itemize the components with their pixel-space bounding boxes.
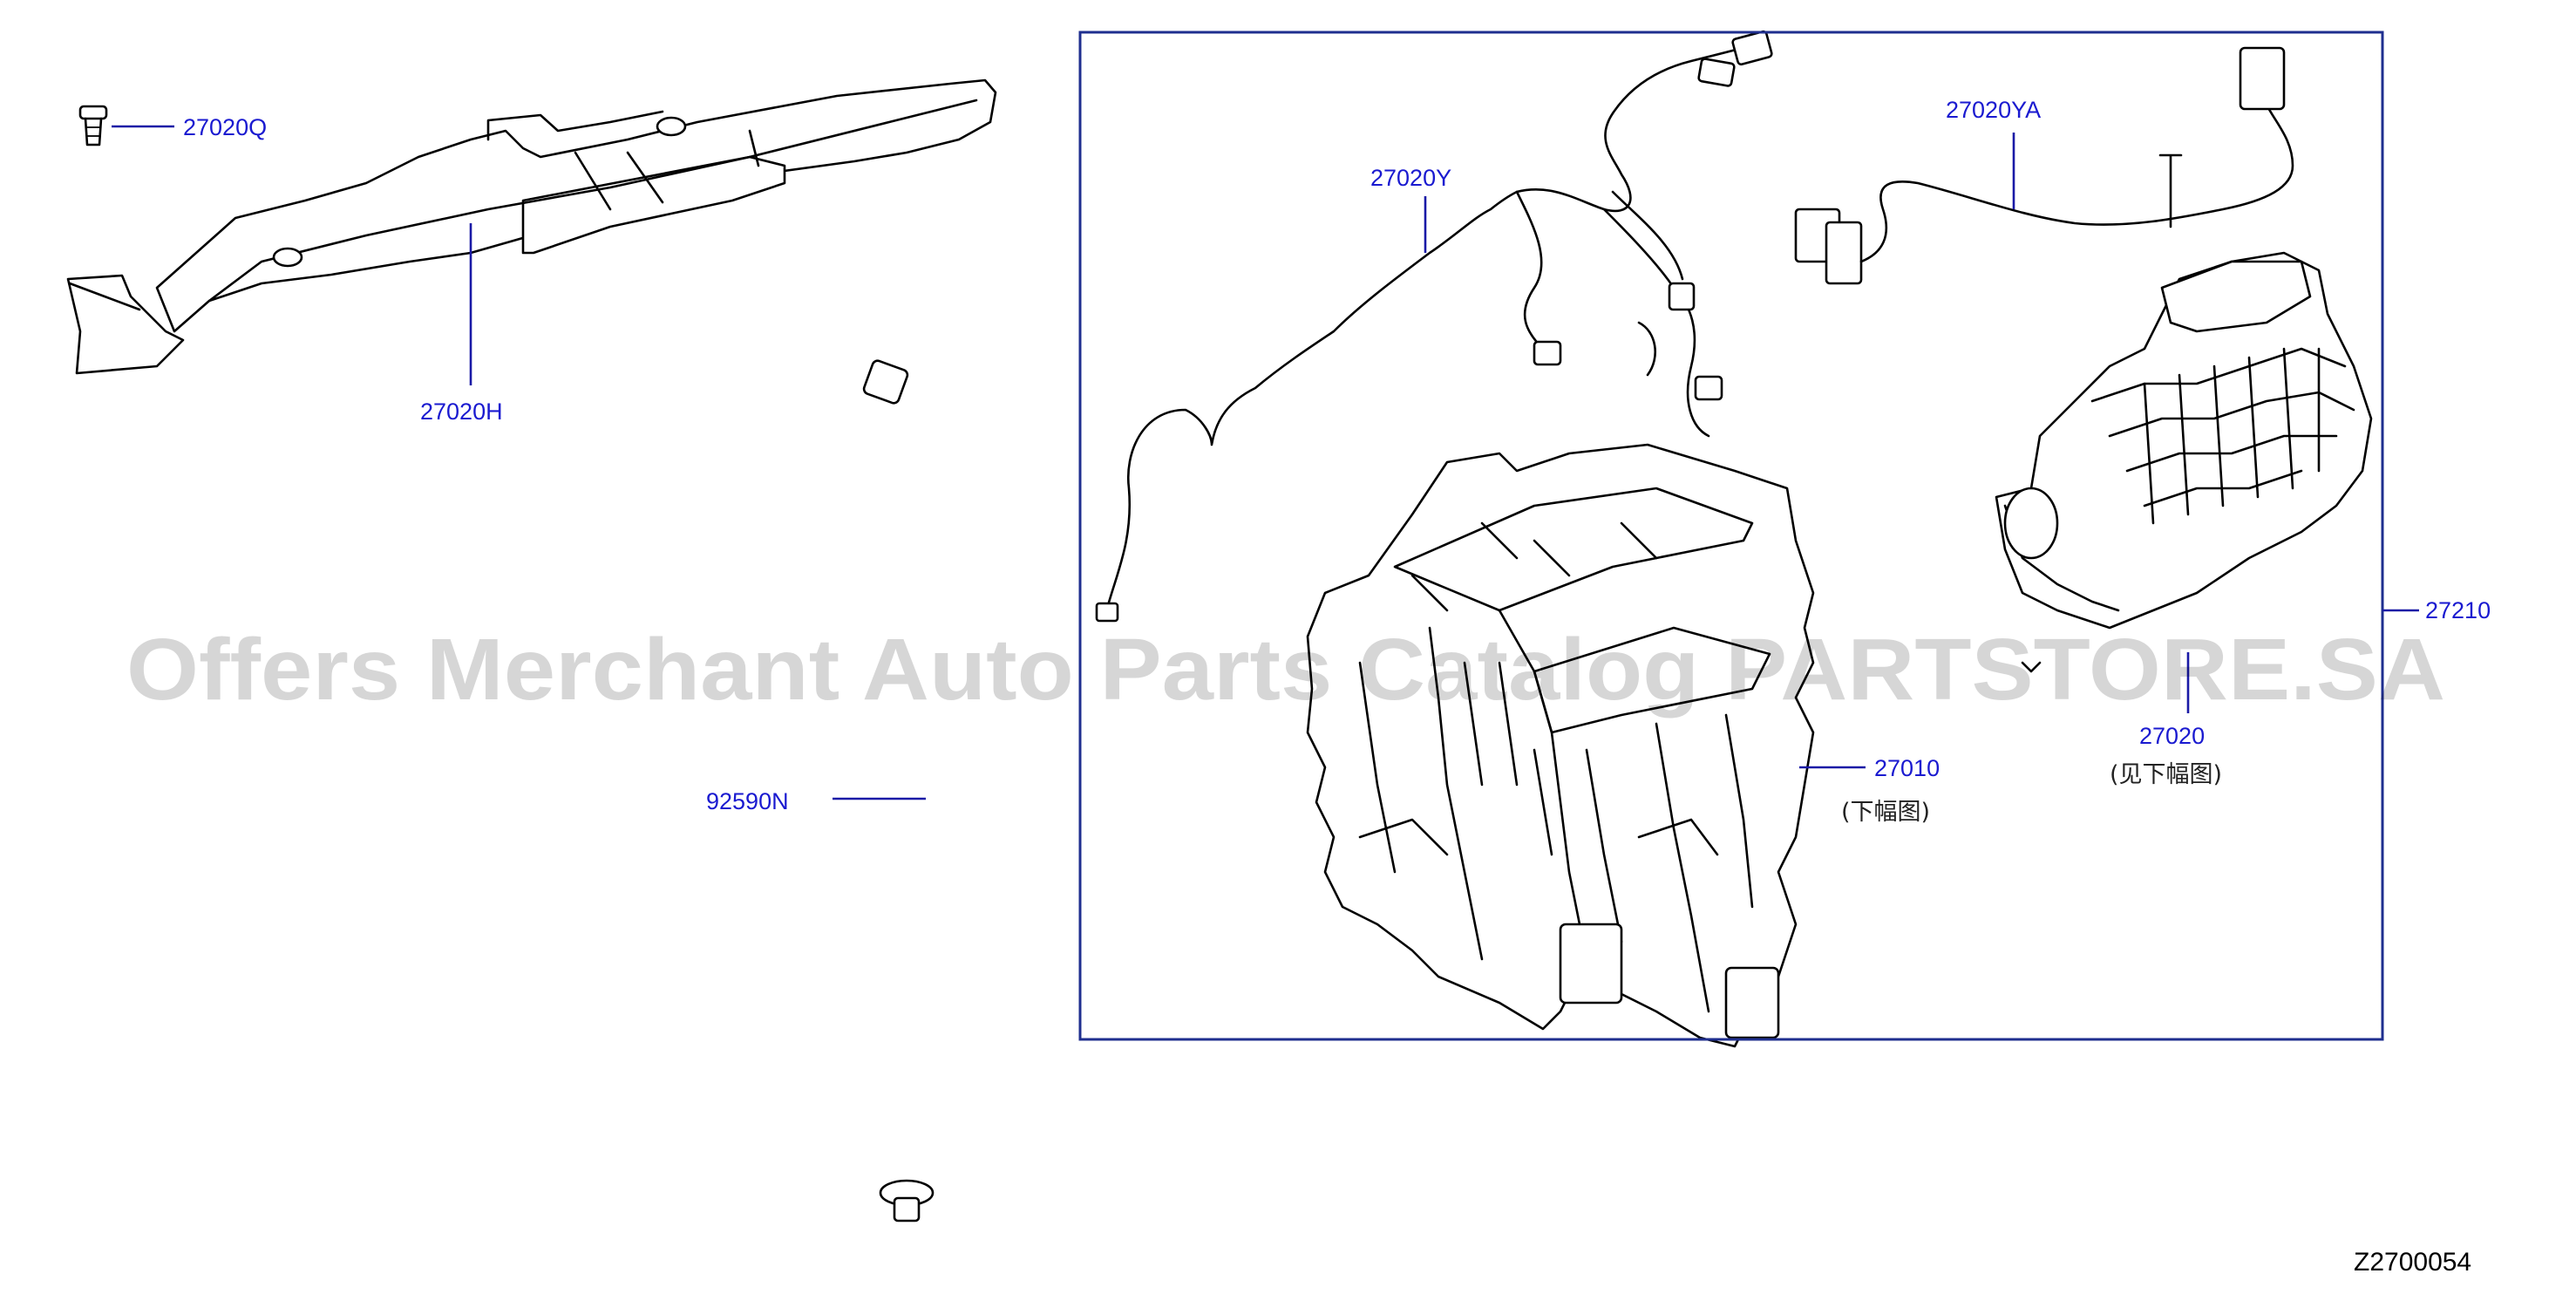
clip-27020q[interactable] [78,105,108,146]
leader-lines [112,125,2419,800]
watermark-text: Offers Merchant Auto Parts Catalog PARTS… [126,621,2445,719]
harness-27020ya[interactable] [1794,46,2294,285]
label-92590n[interactable]: 92590N [706,788,789,814]
label-27210[interactable]: 27210 [2425,597,2491,623]
label-27020[interactable]: 27020 [2139,723,2205,749]
label-27020h[interactable]: 27020H [420,398,503,425]
drain-hose-92590n[interactable] [845,359,942,1222]
label-27020y[interactable]: 27020Y [1370,165,1451,191]
diagram-code: Z2700054 [2354,1248,2471,1277]
blower-unit-27020[interactable] [1995,251,2373,673]
assembly-frame-27210 [1078,31,2384,1041]
note-blower-unit: (见下幅图) [2110,761,2222,788]
duct-27020h[interactable] [66,78,997,375]
harness-27020y[interactable] [1095,30,1773,623]
heater-unit-27010[interactable] [1306,443,1815,1048]
label-27020ya[interactable]: 27020YA [1946,97,2041,123]
note-heater-unit: (下幅图) [1841,799,1930,826]
label-27020q[interactable]: 27020Q [183,114,267,140]
label-27010[interactable]: 27010 [1874,755,1940,781]
